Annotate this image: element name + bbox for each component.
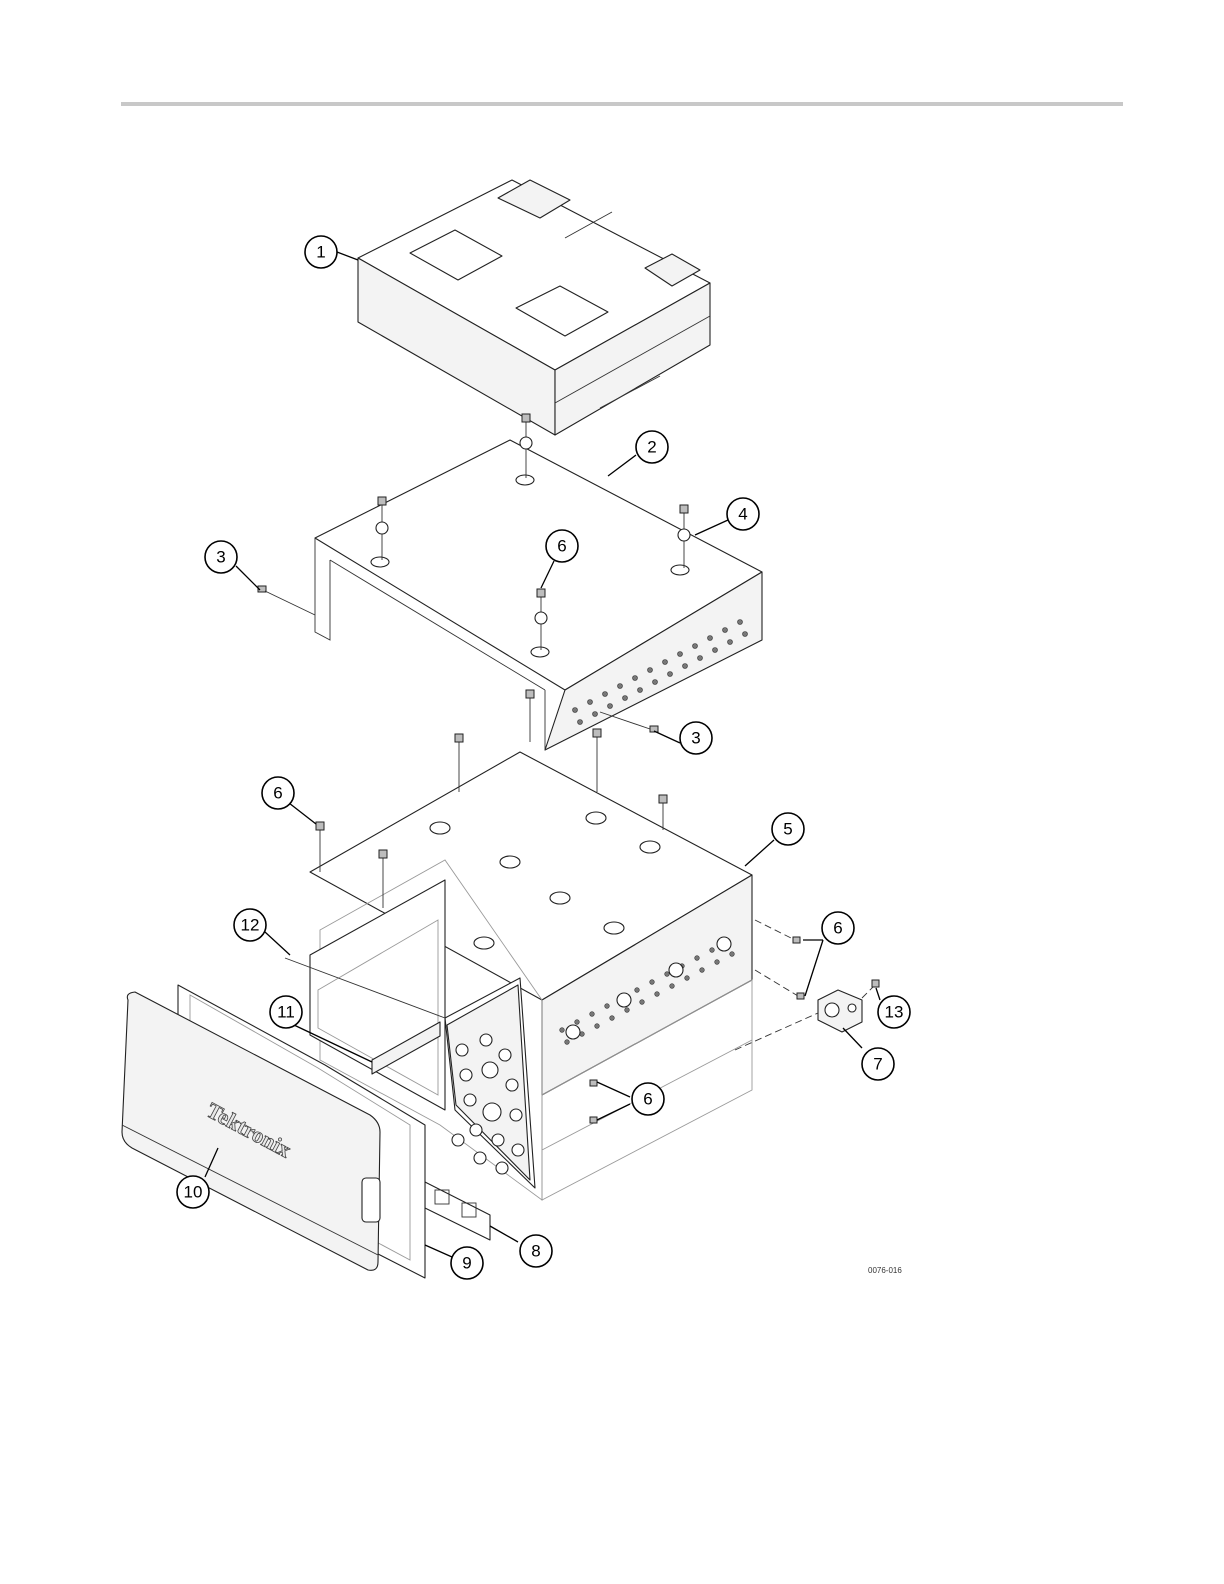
callout-label: 7 bbox=[873, 1055, 882, 1074]
callout-label: 5 bbox=[783, 820, 792, 839]
part-1-top-cover bbox=[358, 180, 710, 435]
callout-3b: 3 bbox=[680, 722, 712, 754]
callout-label: 6 bbox=[273, 784, 282, 803]
callout-label: 9 bbox=[462, 1254, 471, 1273]
callout-label: 13 bbox=[885, 1003, 904, 1022]
callout-11: 11 bbox=[270, 996, 302, 1028]
callout-label: 6 bbox=[643, 1090, 652, 1109]
callout-7: 7 bbox=[862, 1048, 894, 1080]
callout-label: 8 bbox=[531, 1242, 540, 1261]
callout-label: 10 bbox=[184, 1183, 203, 1202]
callout-label: 1 bbox=[316, 243, 325, 262]
callout-label: 6 bbox=[557, 537, 566, 556]
callout-10: 10 bbox=[177, 1176, 209, 1208]
callout-6d: 6 bbox=[632, 1083, 664, 1115]
callout-12: 12 bbox=[234, 909, 266, 941]
callout-8: 8 bbox=[520, 1235, 552, 1267]
callout-label: 4 bbox=[738, 505, 747, 524]
callout-9: 9 bbox=[451, 1247, 483, 1279]
part-8-button-strip bbox=[425, 1182, 490, 1240]
callout-label: 11 bbox=[277, 1003, 295, 1022]
callout-4: 4 bbox=[727, 498, 759, 530]
callout-2: 2 bbox=[636, 431, 668, 463]
callout-6c: 6 bbox=[822, 912, 854, 944]
callout-label: 2 bbox=[647, 438, 656, 457]
callout-label: 3 bbox=[691, 729, 700, 748]
callout-label: 3 bbox=[216, 548, 225, 567]
callout-label: 12 bbox=[241, 916, 260, 935]
figure-id-label: 0076-016 bbox=[868, 1266, 902, 1275]
callout-1: 1 bbox=[305, 236, 337, 268]
callout-13: 13 bbox=[878, 996, 910, 1028]
callout-6b: 6 bbox=[262, 777, 294, 809]
callout-label: 6 bbox=[833, 919, 842, 938]
callout-5: 5 bbox=[772, 813, 804, 845]
callout-6a: 6 bbox=[546, 530, 578, 562]
callout-3a: 3 bbox=[205, 541, 237, 573]
